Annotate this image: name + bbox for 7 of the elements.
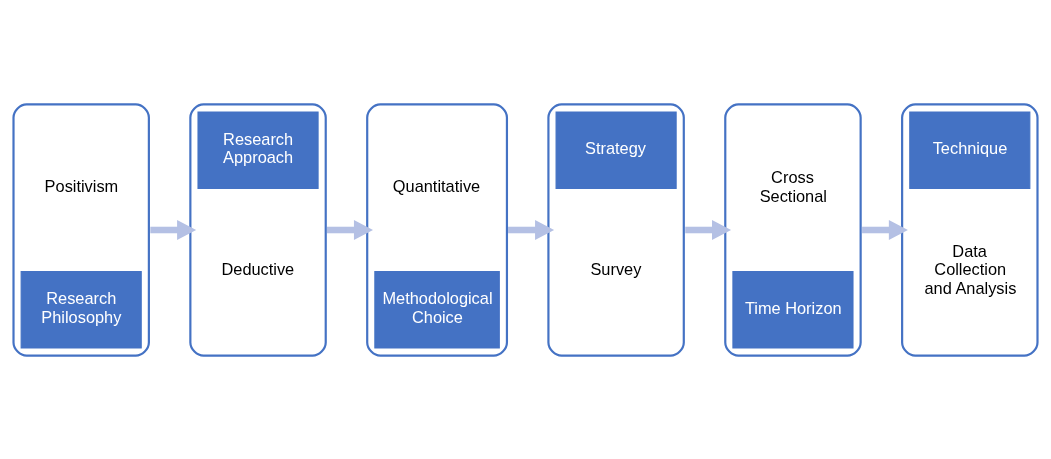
node-box: Cross Sectional Time Horizon xyxy=(724,102,862,357)
node-box: Research Approach Deductive xyxy=(189,102,327,357)
node-box: Technique Data Collection and Analysis xyxy=(901,102,1039,357)
arrow xyxy=(150,219,197,240)
node-box: Strategy Survey xyxy=(547,102,685,357)
node-box: Quantitative Methodological Choice xyxy=(366,102,509,357)
node-box: Positivism Research Philosophy xyxy=(12,102,150,357)
